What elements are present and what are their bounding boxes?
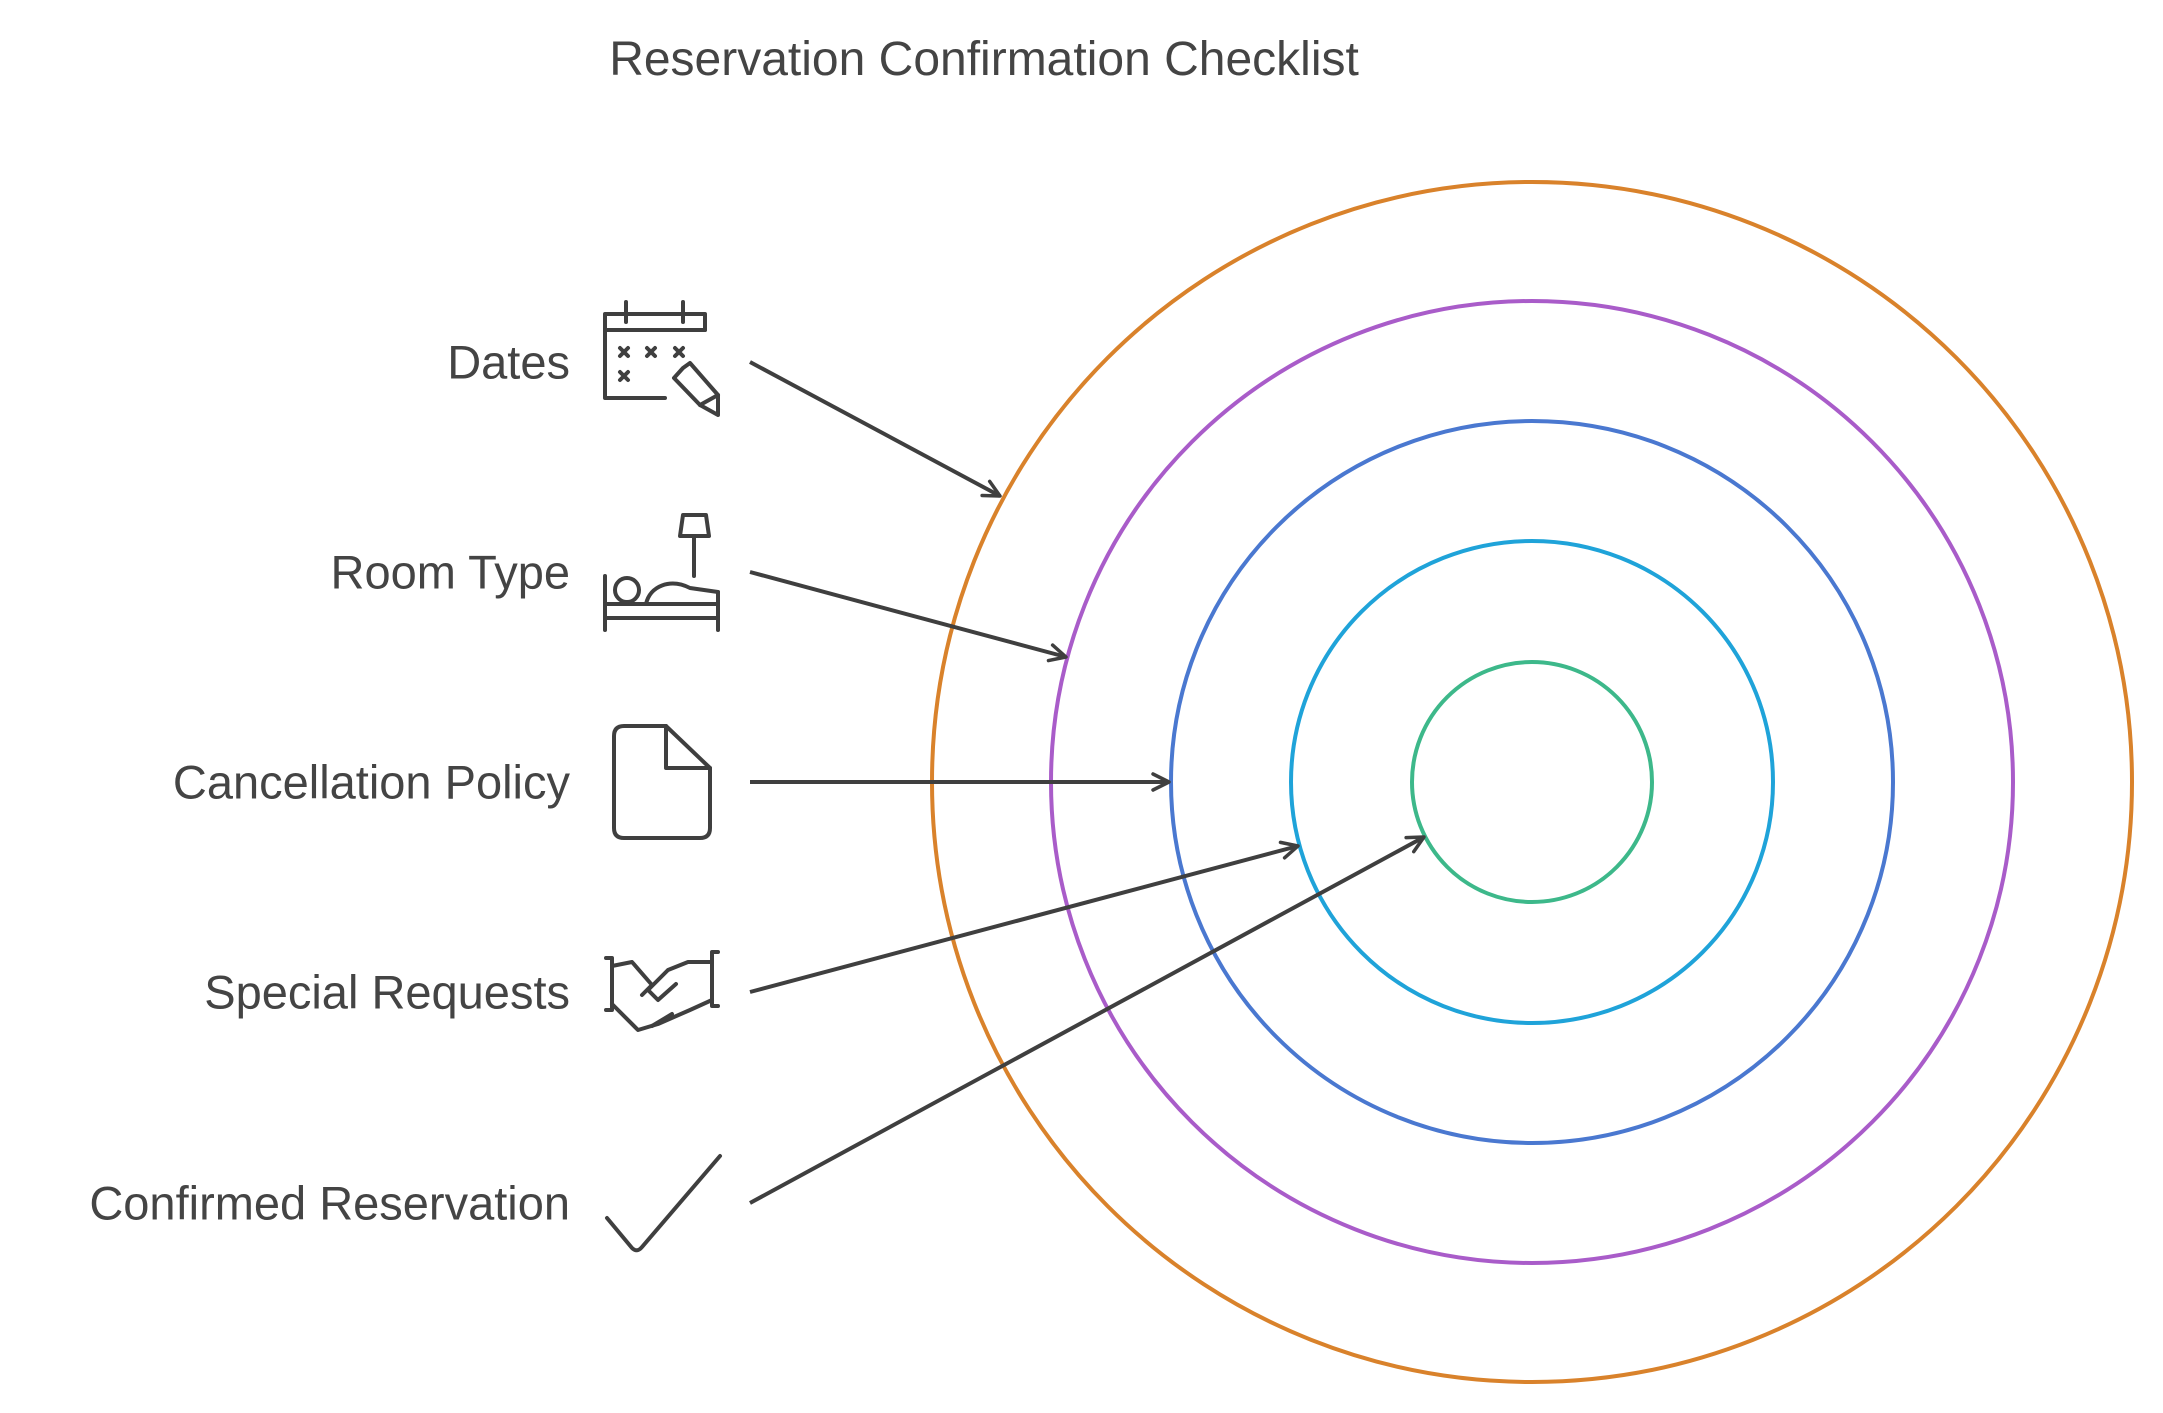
arrow-special-requests: [749, 840, 1300, 994]
label-room-type: Room Type: [330, 545, 570, 599]
label-dates: Dates: [447, 335, 570, 389]
ring-cancellation-policy: [1169, 419, 1895, 1145]
arrow-dates: [749, 360, 1002, 498]
document-icon: [612, 724, 712, 840]
calendar-edit-icon: [603, 300, 720, 417]
ring-confirmed-reservation: [1410, 660, 1654, 904]
arrow-room-type: [749, 570, 1068, 663]
label-special-requests: Special Requests: [204, 965, 570, 1019]
ring-special-requests: [1289, 539, 1775, 1025]
ring-room-type: [1049, 299, 2015, 1265]
checkmark-icon: [605, 1154, 722, 1253]
bed-lamp-icon: [603, 513, 720, 632]
arrow-confirmed-reservation: [749, 835, 1426, 1205]
label-cancellation-policy: Cancellation Policy: [172, 755, 570, 809]
diagram-title: Reservation Confirmation Checklist: [609, 33, 1359, 86]
handshake-icon: [604, 950, 720, 1032]
label-confirmed-reservation: Confirmed Reservation: [89, 1176, 570, 1230]
